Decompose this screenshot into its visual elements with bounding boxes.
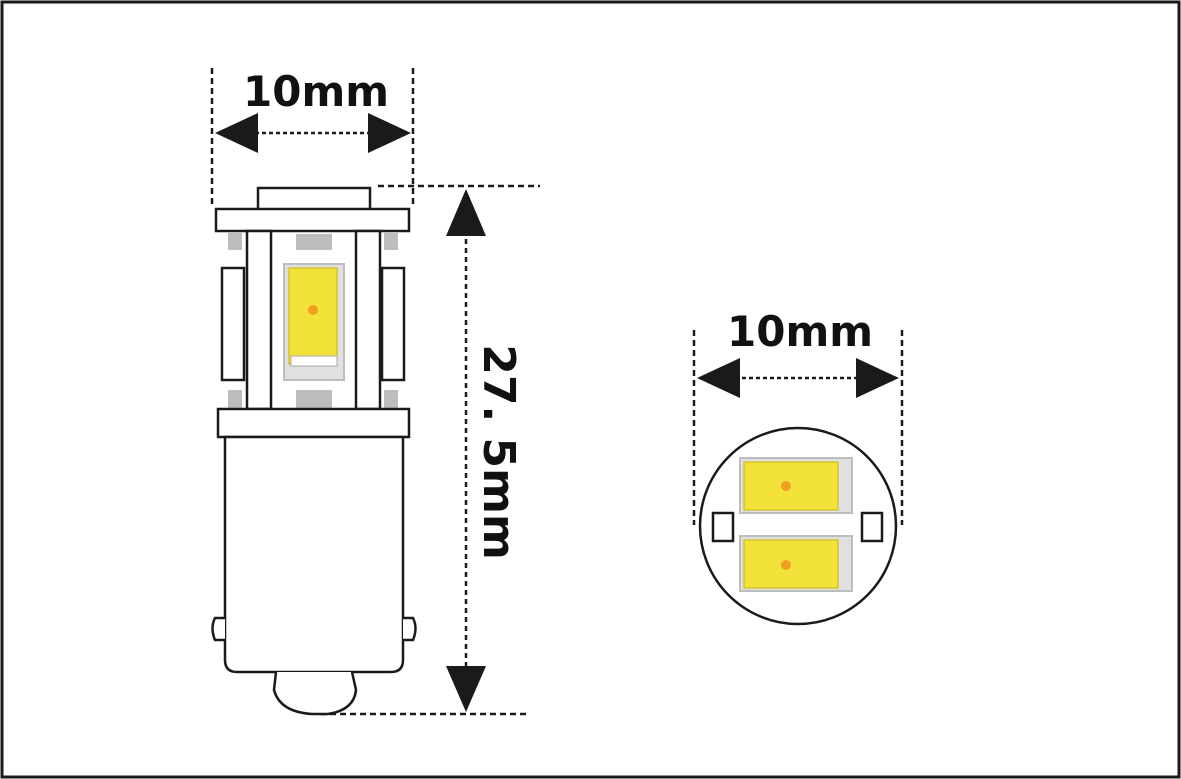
top-width-label: 10mm	[727, 307, 873, 356]
bulb-lower-flange	[216, 407, 411, 439]
bulb-contact	[272, 671, 358, 716]
pad-grey	[384, 390, 398, 408]
bayonet-pin-left	[211, 616, 225, 642]
side-led-board-left	[220, 266, 246, 382]
top-led-upper	[739, 457, 853, 514]
front-led	[283, 263, 345, 381]
bulb-top-flange	[214, 207, 411, 233]
side-view	[210, 68, 540, 716]
top-led-lower	[739, 535, 853, 592]
bulb-base	[223, 435, 405, 674]
side-led-board-right	[380, 266, 406, 382]
pad-grey	[384, 232, 398, 250]
bulb-pillar-right	[354, 229, 382, 411]
top-view	[692, 330, 904, 626]
bulb-top-cap	[256, 186, 372, 212]
side-height-arrow-bottom	[446, 666, 486, 712]
side-height-arrow-top	[446, 189, 486, 236]
pad-grey	[296, 390, 332, 408]
top-width-arrow-left	[697, 358, 740, 398]
side-width-arrow-right	[368, 113, 411, 153]
pad-grey	[228, 390, 242, 408]
pad-grey	[296, 234, 332, 250]
side-width-arrow-left	[215, 113, 258, 153]
bulb-pillar-left	[245, 229, 273, 411]
top-pad-right	[860, 511, 884, 543]
side-width-label: 10mm	[243, 67, 389, 116]
side-height-label: 27. 5mm	[473, 344, 524, 560]
top-width-arrow-right	[856, 358, 899, 398]
pad-grey	[228, 232, 242, 250]
bayonet-pin-right	[403, 616, 417, 642]
top-pad-left	[711, 511, 735, 543]
